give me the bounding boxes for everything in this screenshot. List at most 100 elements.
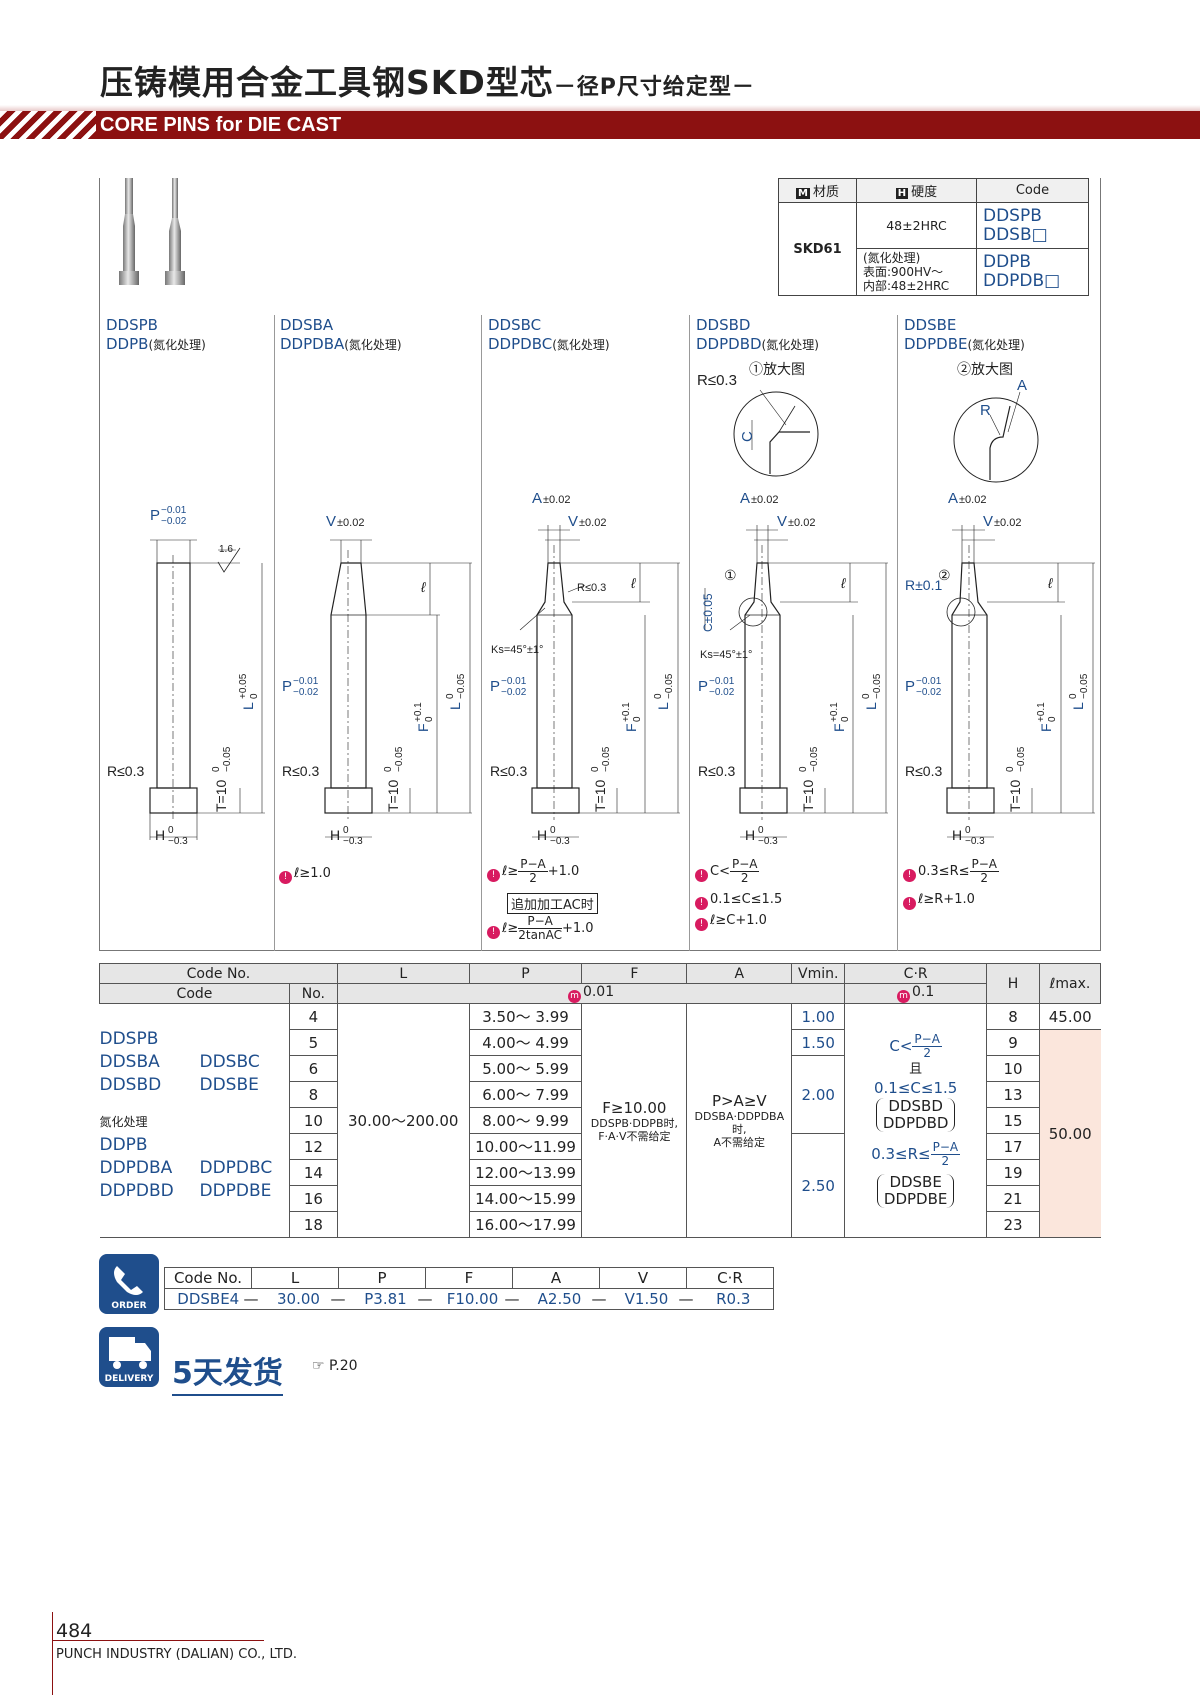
note-col5b: !ℓ≥R+1.0 [903, 892, 975, 910]
footer-vline [52, 1612, 53, 1695]
order-h-v: V [599, 1267, 687, 1289]
drawing-ddsbc [519, 525, 680, 838]
dim-l-3: L0−0.05 [653, 673, 675, 710]
unit-p: 0.01 [582, 984, 615, 1000]
order-h-a: A [512, 1267, 600, 1289]
tol-a-5: ±0.02 [959, 494, 986, 506]
note-col2: !ℓ≥1.0 [279, 866, 331, 884]
h-label-2: H [330, 827, 340, 843]
page-title: 压铸模用合金工具钢SKD型芯－径P尺寸给定型－ [100, 56, 755, 104]
spec-table: Code No. L P F A Vmin. C·R H ℓmax. Code … [99, 963, 1102, 1238]
tol-p3-low: −0.02 [501, 687, 527, 698]
col5-code1: DDSBE [904, 316, 957, 334]
order-v-code: DDSBE4 [164, 1288, 252, 1310]
frac-num: P−A [518, 915, 562, 929]
col4-treat: (氮化处理) [761, 338, 819, 352]
ell-5: ℓ [1047, 575, 1053, 591]
col4-code2: DDPDBD [696, 335, 762, 353]
code-ddpdbd: DDPDBD [99, 1181, 174, 1201]
note-icon: ! [903, 869, 916, 882]
cell-vmin-3: 2.00 [791, 1055, 846, 1134]
frac-num: P−A [969, 857, 999, 872]
r03-small: R≤0.3 [577, 582, 606, 594]
th-no: No. [288, 983, 338, 1004]
circle-2: ② [938, 567, 951, 583]
l-tol2-low-4: −0.05 [872, 673, 883, 699]
t-tol-low-5: −0.05 [1016, 746, 1027, 772]
dim-a-4: A [740, 490, 750, 507]
note-c3b-post: +1.0 [561, 921, 594, 936]
f-tol-up-4: +0.1 [829, 702, 840, 722]
tol-p3-up: −0.01 [501, 676, 527, 687]
note-icon: ! [279, 871, 292, 884]
f-tol-low-4: 0 [840, 716, 851, 722]
h-tol-low-5: −0.3 [965, 836, 985, 847]
ks-3: Ks=45°±1° [491, 644, 543, 656]
frac-den: 2 [923, 1045, 931, 1060]
drawing-ddsba [324, 539, 472, 838]
r-label-2: R≤0.3 [282, 763, 319, 779]
f-tol-up-2: +0.1 [413, 702, 424, 722]
th-vmin: Vmin. [791, 963, 846, 984]
material-value: SKD61 [778, 202, 857, 296]
cell-no: 10 [288, 1107, 338, 1134]
th-cr: C·R [844, 963, 988, 984]
frac-num: P−A [912, 1031, 942, 1047]
dim-p: P [150, 507, 160, 524]
cell-h: 23 [986, 1211, 1040, 1238]
tol-v: ±0.02 [337, 517, 364, 529]
dim-t-5: T=100−0.05 [1005, 746, 1027, 812]
tol-p4-low: −0.02 [709, 687, 735, 698]
cr-and: 且 [909, 1061, 923, 1077]
col1-code1: DDSPB [106, 316, 158, 334]
note-icon: ! [903, 897, 916, 910]
hardness-header-label: 硬度 [911, 185, 938, 200]
code-ddsba: DDSBA [99, 1052, 160, 1072]
cell-p: 8.00～ 9.99 [468, 1107, 583, 1134]
order-f: F10.00 [446, 1290, 499, 1308]
order-l: 30.00 [277, 1290, 320, 1308]
unit-cr: 0.1 [912, 984, 935, 1000]
t-tol-low-4: −0.05 [809, 746, 820, 772]
dash: — [417, 1290, 433, 1308]
cell-no: 6 [288, 1055, 338, 1082]
code-ddsbc: DDSBC [199, 1052, 260, 1072]
note-c5a-pre: 0.3≤R≤ [918, 864, 970, 879]
h-tol-up-1: 0 [168, 825, 174, 836]
cell-no: 18 [288, 1211, 338, 1238]
f-tol-up-5: +0.1 [1036, 702, 1047, 722]
order-v-v: —V1.50 [592, 1288, 687, 1310]
code-ddsb: DDSB□ [983, 224, 1048, 245]
dim-t-3: T=100−0.05 [590, 746, 612, 812]
order-v: V1.50 [624, 1290, 669, 1308]
f-label-2: F [415, 723, 431, 732]
band-shadow [0, 105, 1200, 111]
order-v-a: —A2.50 [505, 1288, 600, 1310]
t-label-3: T=10 [592, 779, 608, 812]
cell-no: 5 [288, 1029, 338, 1056]
h-tol-up-4: 0 [758, 825, 764, 836]
code-ddspb: DDSPB [983, 205, 1042, 226]
note-c4c: ℓ≥C+1.0 [710, 913, 767, 928]
l-tol2-up-5: 0 [1068, 693, 1079, 699]
code-ddpb: DDPB [99, 1135, 148, 1155]
col4-code1: DDSBD [696, 316, 751, 334]
dim-p-2: P [282, 678, 292, 695]
order-h-p: P [338, 1267, 426, 1289]
f-note: DDSPB·DDPB时, F·A·V不需给定 [590, 1116, 678, 1143]
t-label-2: T=10 [385, 779, 401, 812]
cell-lmax-1: 45.00 [1038, 1003, 1101, 1030]
dash: — [504, 1290, 520, 1308]
note-c3-pre: ℓ≥ [502, 864, 519, 879]
column-divider [689, 315, 690, 951]
